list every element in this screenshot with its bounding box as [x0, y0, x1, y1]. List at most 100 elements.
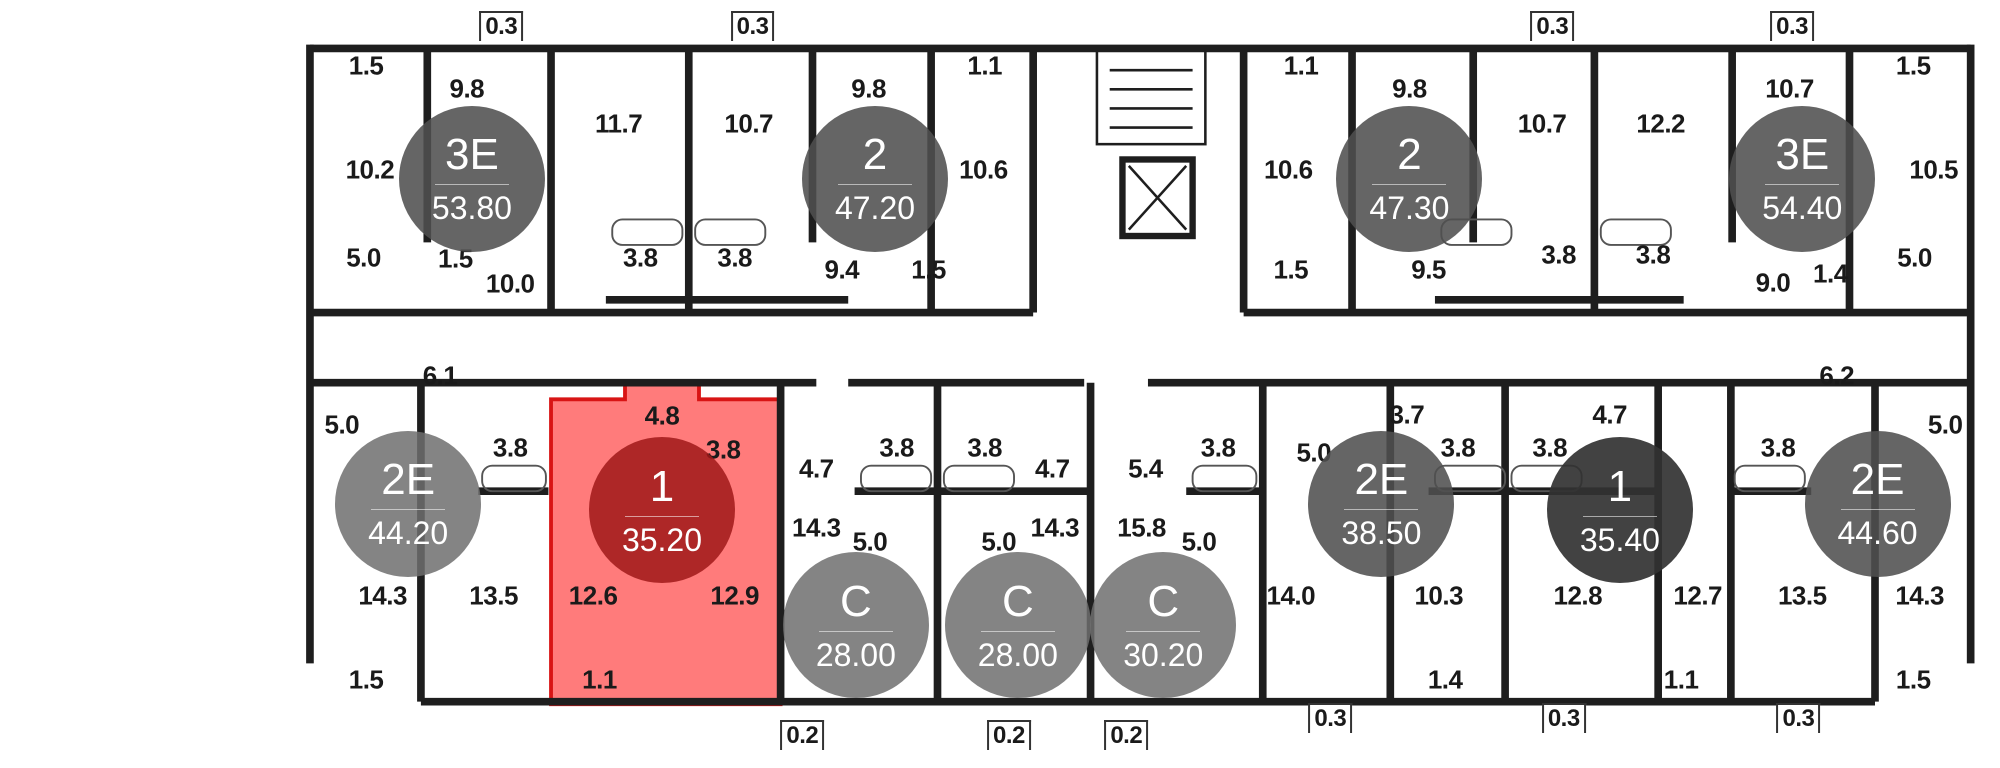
apartment-type: 3E	[445, 130, 499, 180]
room-area-label: 3.7	[1389, 399, 1425, 430]
balcony-area-label: 0.3	[1770, 10, 1815, 41]
room-area-label: 5.0	[1897, 242, 1932, 273]
room-area-label: 12.7	[1673, 580, 1723, 611]
room-area-label: 10.5	[1909, 154, 1958, 185]
room-area-label: 3.8	[1440, 432, 1476, 463]
room-area-label: 4.7	[1034, 453, 1070, 484]
room-area-label: 10.3	[1414, 580, 1464, 611]
room-area-label: 10.7	[1765, 73, 1814, 104]
room-area-label: 1.5	[1895, 664, 1931, 695]
room-area-label: 3.8	[1532, 432, 1568, 463]
room-area-label: 12.9	[710, 580, 759, 611]
apartment-area: 47.30	[1369, 190, 1450, 227]
room-area-label: 1.5	[348, 664, 384, 695]
apartment-marker[interactable]: 2E 44.60	[1804, 430, 1951, 577]
apartment-area: 28.00	[815, 636, 896, 673]
room-area-label: 5.0	[1927, 409, 1963, 440]
balcony-area-label: 0.3	[1530, 10, 1575, 41]
room-area-label: 5.0	[981, 526, 1017, 557]
room-area-label: 11.7	[595, 108, 643, 139]
room-area-label: 12.2	[1636, 108, 1686, 139]
balcony-area-label: 0.2	[986, 719, 1031, 750]
room-area-label: 10.6	[959, 154, 1008, 185]
divider	[818, 630, 893, 632]
room-area-label: 10.0	[485, 268, 535, 299]
room-area-label: 9.8	[851, 73, 886, 104]
room-area-label: 13.5	[469, 580, 518, 611]
divider	[434, 184, 509, 186]
room-area-label: 1.5	[348, 50, 384, 81]
apartment-area: 53.80	[431, 190, 512, 227]
apartment-type: 2E	[1850, 455, 1905, 505]
room-area-label: 6.1	[422, 360, 458, 391]
balcony-area-label: 0.3	[1776, 703, 1821, 734]
room-area-label: 1.1	[967, 50, 1003, 81]
room-area-label: 12.8	[1553, 580, 1603, 611]
room-area-label: 14.3	[358, 580, 407, 611]
balcony-area-label: 0.3	[1541, 703, 1586, 734]
divider	[624, 515, 699, 517]
divider	[1344, 509, 1419, 511]
room-area-label: 1.1	[582, 664, 617, 695]
room-area-label: 3.8	[1760, 432, 1796, 463]
balcony-area-label: 0.3	[479, 10, 524, 41]
balcony-area-label: 0.2	[780, 719, 825, 750]
room-area-label: 1.1	[1283, 50, 1319, 81]
apartment-type: 2E	[1354, 455, 1409, 505]
room-area-label: 15.8	[1117, 512, 1166, 543]
apartment-area: 47.20	[834, 190, 916, 227]
room-area-label: 4.7	[1592, 399, 1628, 430]
room-area-label: 9.5	[1411, 254, 1446, 285]
divider	[1126, 630, 1201, 632]
room-area-label: 9.8	[1392, 73, 1427, 104]
apartment-marker[interactable]: 2E 38.50	[1308, 430, 1455, 577]
room-area-label: 4.7	[798, 453, 834, 484]
room-area-label: 14.3	[1895, 580, 1944, 611]
apartment-marker[interactable]: 3E 53.80	[398, 105, 545, 252]
apartment-area: 35.40	[1579, 521, 1660, 558]
room-area-label: 5.0	[852, 526, 888, 557]
room-area-label: 14.0	[1266, 580, 1316, 611]
divider	[838, 184, 912, 186]
apartment-type: 2	[1397, 130, 1422, 180]
room-area-label: 10.2	[345, 154, 395, 185]
room-area-label: 10.7	[1517, 108, 1567, 139]
apartment-type: C	[1001, 576, 1034, 626]
divider	[1372, 184, 1447, 186]
apartment-area: 30.20	[1123, 636, 1204, 673]
divider	[1765, 184, 1840, 186]
apartment-area: 54.40	[1762, 190, 1843, 227]
room-area-label: 3.8	[492, 432, 528, 463]
divider	[371, 509, 446, 511]
apartment-type: 3E	[1775, 130, 1830, 180]
room-area-label: 9.4	[824, 254, 860, 285]
apartment-area: 38.50	[1341, 515, 1422, 552]
apartment-area: 35.20	[621, 521, 703, 558]
room-area-label: 12.6	[568, 580, 618, 611]
room-area-label: 1.5	[1273, 254, 1309, 285]
balcony-area-label: 0.3	[730, 10, 775, 41]
apartment-area: 44.60	[1837, 515, 1918, 552]
room-area-label: 5.0	[1181, 526, 1217, 557]
room-area-label: 3.8	[1541, 239, 1576, 270]
apartment-type: 1	[1607, 461, 1633, 511]
balcony-area-label: 0.2	[1104, 719, 1149, 750]
divider	[980, 630, 1055, 632]
room-area-label: 3.8	[967, 432, 1003, 463]
room-area-label: 6.2	[1819, 360, 1855, 391]
stair-and-elevator	[1095, 47, 1207, 240]
room-area-label: 5.0	[324, 409, 360, 440]
room-area-label: 14.3	[1030, 512, 1080, 543]
room-area-label: 1.5	[911, 254, 946, 285]
apartment-marker[interactable]: 3E 54.40	[1729, 105, 1876, 252]
divider	[1840, 509, 1915, 511]
